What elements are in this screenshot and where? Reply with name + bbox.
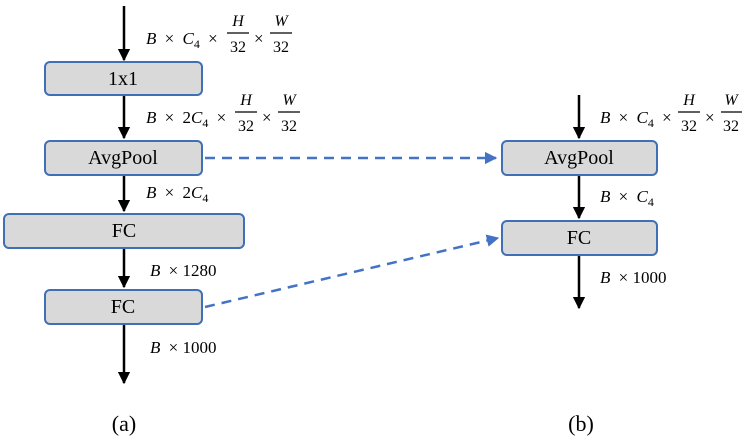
avgpool-b-label: AvgPool bbox=[544, 147, 614, 169]
svg-text:×: × bbox=[705, 108, 715, 127]
svg-text:×: × bbox=[262, 108, 272, 127]
fc-b-label: FC bbox=[567, 227, 591, 249]
shape-a-after-conv: B × 2C4 × H 32 × W 32 bbox=[146, 92, 300, 135]
panel-b: AvgPool FC B × C4 × H 32 × W 32 B bbox=[501, 92, 742, 436]
svg-text:W: W bbox=[724, 92, 739, 109]
shape-b-after-fc: B × 1000 bbox=[600, 268, 666, 287]
fc-b-box: FC bbox=[501, 220, 658, 256]
svg-text:W: W bbox=[282, 92, 297, 109]
svg-text:32: 32 bbox=[281, 118, 297, 135]
svg-text:32: 32 bbox=[230, 39, 246, 56]
conv1x1-box: 1x1 bbox=[44, 61, 203, 96]
svg-text:H: H bbox=[239, 92, 253, 109]
caption-a: (a) bbox=[112, 411, 136, 436]
svg-text:W: W bbox=[274, 13, 289, 30]
caption-b: (b) bbox=[568, 411, 594, 436]
fc2-a-label: FC bbox=[111, 296, 135, 318]
svg-text:B × C4: B × C4 × bbox=[146, 29, 218, 52]
avgpool-a-box: AvgPool bbox=[44, 140, 203, 176]
shape-a-after-pool: B × 2C4 bbox=[146, 183, 208, 205]
link-fc bbox=[204, 234, 500, 309]
svg-text:B × 1280: B × 1280 bbox=[150, 261, 216, 280]
svg-text:B × 2C4: B × 2C4 × bbox=[146, 108, 226, 131]
shape-a-after-fc1: B × 1280 bbox=[150, 261, 216, 280]
panel-a: 1x1 AvgPool FC FC B × C4 × H 32 × W bbox=[3, 6, 300, 436]
svg-text:B × 1000: B × 1000 bbox=[150, 338, 216, 357]
svg-text:B × 2C4: B × 2C4 bbox=[146, 183, 208, 205]
shape-b-after-pool: B × C4 bbox=[600, 187, 654, 209]
svg-text:B × C4: B × C4 bbox=[600, 187, 654, 209]
avgpool-b-box: AvgPool bbox=[501, 140, 658, 176]
svg-text:H: H bbox=[682, 92, 696, 109]
svg-text:H: H bbox=[231, 13, 245, 30]
shape-b-input: B × C4 × H 32 × W 32 bbox=[600, 92, 742, 135]
conv1x1-label: 1x1 bbox=[108, 68, 138, 90]
shape-a-after-fc2: B × 1000 bbox=[150, 338, 216, 357]
avgpool-a-label: AvgPool bbox=[88, 147, 158, 169]
fc1-a-label: FC bbox=[112, 220, 136, 242]
svg-text:32: 32 bbox=[238, 118, 254, 135]
svg-text:×: × bbox=[254, 29, 264, 48]
svg-text:32: 32 bbox=[681, 118, 697, 135]
svg-text:B × C4: B × C4 × bbox=[600, 108, 672, 131]
fc1-a-box: FC bbox=[3, 213, 245, 249]
shape-a-input: B × C4 × H 32 × W 32 bbox=[146, 13, 292, 56]
svg-text:32: 32 bbox=[723, 118, 739, 135]
fc2-a-box: FC bbox=[44, 289, 203, 325]
svg-text:32: 32 bbox=[273, 39, 289, 56]
svg-text:B × 1000: B × 1000 bbox=[600, 268, 666, 287]
